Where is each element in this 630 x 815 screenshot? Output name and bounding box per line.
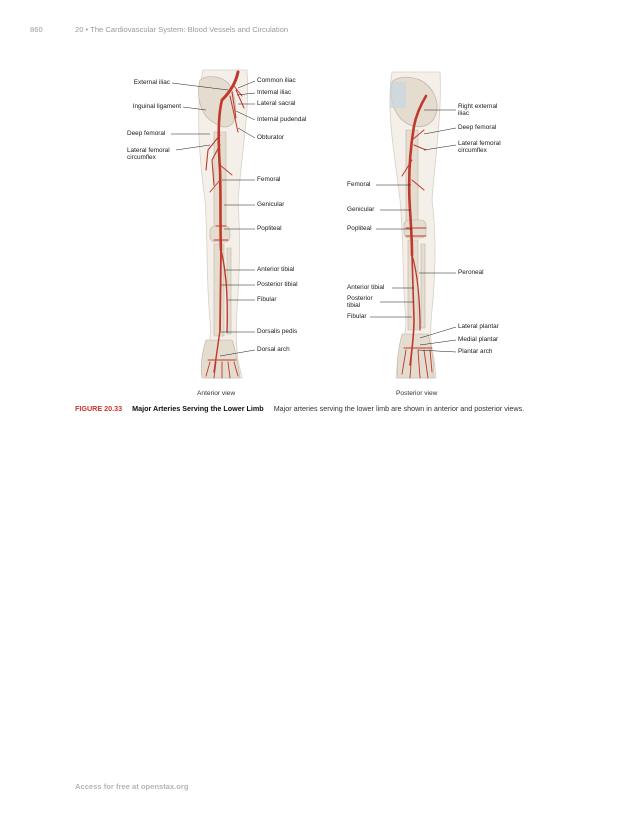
label-common-iliac: Common iliac bbox=[257, 77, 296, 84]
label-lateral-femoral-circumflex-posterior: Lateral femoral circumflex bbox=[458, 140, 501, 154]
posterior-view-label: Posterior view bbox=[396, 390, 437, 397]
label-dorsal-arch: Dorsal arch bbox=[257, 346, 290, 353]
label-posterior-tibial-posterior: Posterior tibial bbox=[347, 295, 373, 309]
figure-lower-limb-arteries: External iliac Inguinal ligament Deep fe… bbox=[0, 0, 630, 400]
figure-id: FIGURE 20.33 bbox=[75, 404, 122, 413]
label-lateral-femoral-circumflex: Lateral femoral circumflex bbox=[127, 147, 170, 161]
label-lateral-plantar: Lateral plantar bbox=[458, 323, 499, 330]
label-internal-pudendal: Internal pudendal bbox=[257, 116, 306, 123]
label-posterior-tibial: Posterior tibial bbox=[257, 281, 298, 288]
label-peroneal: Peroneal bbox=[458, 269, 484, 276]
label-obturator: Obturator bbox=[257, 134, 284, 141]
label-fibular: Fibular bbox=[257, 296, 277, 303]
figure-caption-text: Major arteries serving the lower limb ar… bbox=[274, 404, 524, 413]
label-deep-femoral: Deep femoral bbox=[127, 130, 165, 137]
figure-title: Major Arteries Serving the Lower Limb bbox=[132, 404, 264, 413]
label-anterior-tibial: Anterior tibial bbox=[257, 266, 294, 273]
label-femoral: Femoral bbox=[257, 176, 280, 183]
label-genicular-posterior: Genicular bbox=[347, 206, 374, 213]
anterior-view-label: Anterior view bbox=[197, 390, 235, 397]
label-dorsalis-pedis: Dorsalis pedis bbox=[257, 328, 297, 335]
figure-caption: FIGURE 20.33 Major Arteries Serving the … bbox=[75, 404, 600, 414]
label-medial-plantar: Medial plantar bbox=[458, 336, 498, 343]
label-popliteal-posterior: Popliteal bbox=[347, 225, 372, 232]
label-femoral-posterior: Femoral bbox=[347, 181, 370, 188]
label-right-external-iliac: Right external iliac bbox=[458, 103, 497, 117]
anatomy-illustration bbox=[0, 0, 630, 400]
label-genicular: Genicular bbox=[257, 201, 284, 208]
posterior-limb bbox=[390, 72, 441, 378]
label-fibular-posterior: Fibular bbox=[347, 313, 367, 320]
footer-link[interactable]: Access for free at openstax.org bbox=[75, 782, 189, 791]
label-lateral-sacral: Lateral sacral bbox=[257, 100, 295, 107]
label-internal-iliac: Internal iliac bbox=[257, 89, 291, 96]
label-popliteal: Popliteal bbox=[257, 225, 282, 232]
label-inguinal-ligament: Inguinal ligament bbox=[96, 103, 181, 110]
label-deep-femoral-posterior: Deep femoral bbox=[458, 124, 496, 131]
label-plantar-arch: Plantar arch bbox=[458, 348, 492, 355]
label-anterior-tibial-posterior: Anterior tibial bbox=[347, 284, 384, 291]
label-external-iliac: External iliac bbox=[96, 79, 170, 86]
